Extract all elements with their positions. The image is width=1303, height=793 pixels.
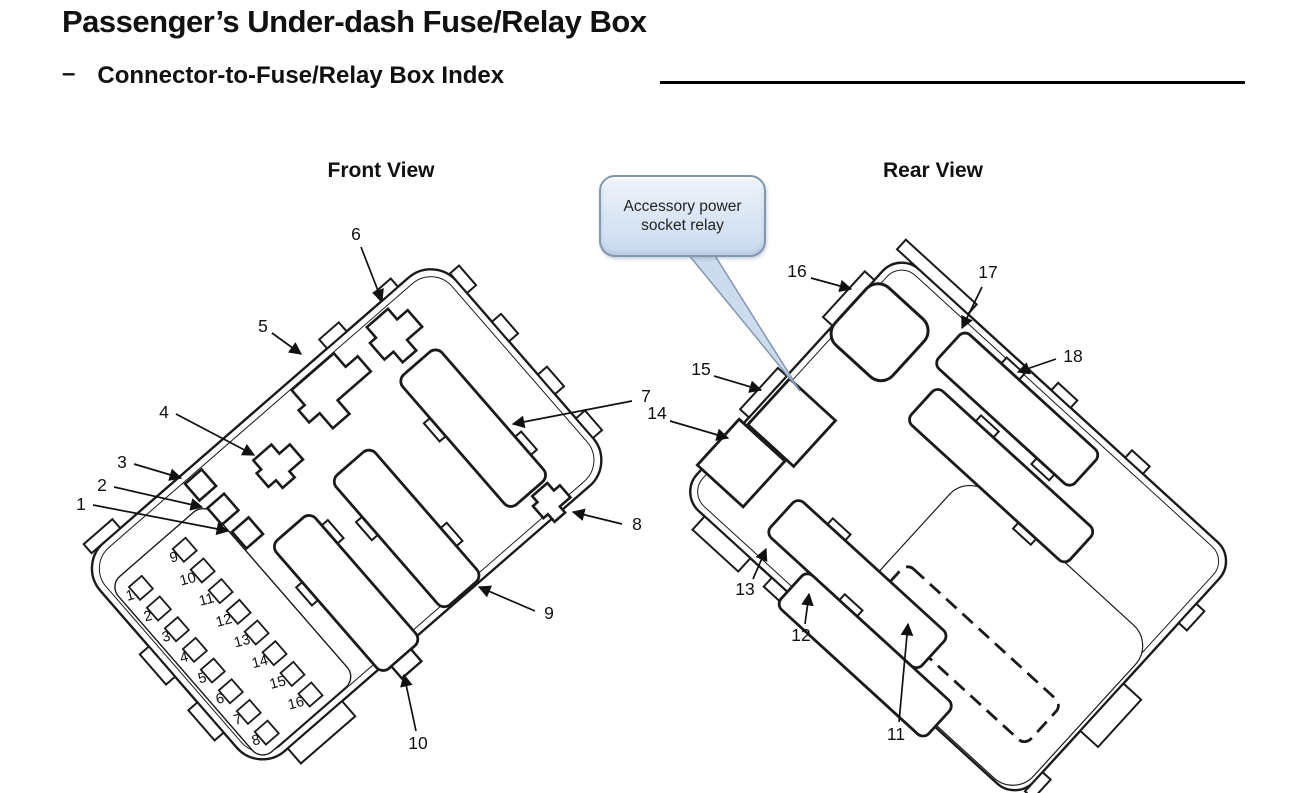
- rear-callout-11: 11: [887, 724, 905, 744]
- rear-callout-12: 12: [791, 625, 810, 645]
- fuse-num-9: 9: [168, 549, 180, 567]
- connector-8: [530, 481, 573, 524]
- front-fuse-box: 1 2 3 4 5 6 7 8 9 10 11 12 13 14 15 16: [82, 264, 604, 765]
- front-edge-tabs: [82, 264, 604, 765]
- connector-2: [205, 491, 241, 527]
- connector-14: [695, 417, 787, 509]
- rear-callout-18: 18: [1063, 346, 1082, 366]
- fuse-num-5: 5: [196, 670, 208, 688]
- rear-callout-arrows: [669, 277, 1057, 723]
- page-title: Passenger’s Under-dash Fuse/Relay Box: [62, 4, 647, 39]
- connector-7: [399, 348, 547, 508]
- connector-4: [251, 442, 305, 490]
- fuse-num-16: 16: [286, 694, 306, 714]
- accessory-relay-note-text: Accessory power socket relay: [623, 197, 742, 234]
- front-callout-labels: 1 2 3 4 5 6 7 8 9 10: [76, 224, 651, 753]
- fuse-num-3: 3: [160, 628, 172, 646]
- front-callout-5: 5: [258, 316, 268, 336]
- front-callout-6: 6: [351, 224, 361, 244]
- connector-1: [230, 515, 265, 551]
- front-callout-10: 10: [408, 733, 428, 753]
- front-callout-7: 7: [641, 386, 651, 406]
- rear-fuse-box: [689, 238, 1228, 793]
- fuse-sockets-col2: [171, 536, 324, 708]
- front-callout-3: 3: [117, 452, 127, 472]
- connector-middle: [908, 388, 1095, 564]
- rear-view-heading: Rear View: [883, 159, 984, 182]
- fuse-num-1: 1: [124, 587, 136, 605]
- connector-5: [289, 351, 373, 431]
- subtitle-rule: [660, 81, 1245, 84]
- rear-callout-16: 16: [787, 261, 806, 281]
- connector-12: [777, 572, 953, 738]
- front-box-outline: [90, 268, 603, 761]
- connector-15-accessory-power-socket-relay: [745, 376, 838, 469]
- fuse-num-12: 12: [214, 611, 234, 631]
- fuse-sockets-col1: [127, 574, 281, 746]
- subtitle-dash: –: [62, 60, 76, 87]
- subtitle-text: Connector-to-Fuse/Relay Box Index: [97, 62, 505, 89]
- connector-16: [829, 282, 930, 383]
- connector-9: [332, 448, 481, 609]
- rear-callout-labels: 11 12 13 14 15 16 17 18: [647, 261, 1082, 744]
- front-callout-arrows: [92, 246, 633, 732]
- front-callout-9: 9: [544, 603, 554, 623]
- front-box-inner-line: [98, 276, 595, 753]
- fuse-position-numbers: 1 2 3 4 5 6 7 8 9 10 11 12 13 14 15 16: [124, 549, 306, 750]
- fuse-num-10: 10: [178, 570, 198, 590]
- connector-6: [364, 306, 424, 365]
- front-view-heading: Front View: [328, 159, 436, 182]
- rear-callout-14: 14: [647, 403, 667, 423]
- rear-edge-tabs: [691, 238, 1206, 793]
- front-callout-8: 8: [632, 514, 642, 534]
- front-callout-1: 1: [76, 494, 86, 514]
- fuse-num-4: 4: [178, 649, 190, 667]
- connector-3: [183, 467, 218, 503]
- accessory-relay-note-bubble: Accessory power socket relay: [599, 175, 766, 257]
- fuse-num-13: 13: [232, 632, 252, 652]
- section-subtitle: –Connector-to-Fuse/Relay Box Index: [62, 60, 505, 90]
- connector-10: [273, 514, 424, 681]
- fuse-block-outline: [114, 507, 352, 756]
- rear-callout-13: 13: [735, 579, 754, 599]
- front-callout-4: 4: [159, 402, 169, 422]
- fuse-num-15: 15: [268, 673, 288, 693]
- connector-11: [872, 565, 1060, 744]
- fuse-num-14: 14: [250, 653, 270, 673]
- rear-callout-15: 15: [691, 359, 710, 379]
- fuse-num-2: 2: [142, 608, 154, 626]
- fuse-num-11: 11: [197, 590, 216, 609]
- front-callout-2: 2: [97, 475, 107, 495]
- fuse-num-6: 6: [214, 691, 226, 709]
- fuse-num-8: 8: [250, 732, 262, 750]
- rear-callout-17: 17: [978, 262, 997, 282]
- fuse-num-7: 7: [232, 711, 244, 729]
